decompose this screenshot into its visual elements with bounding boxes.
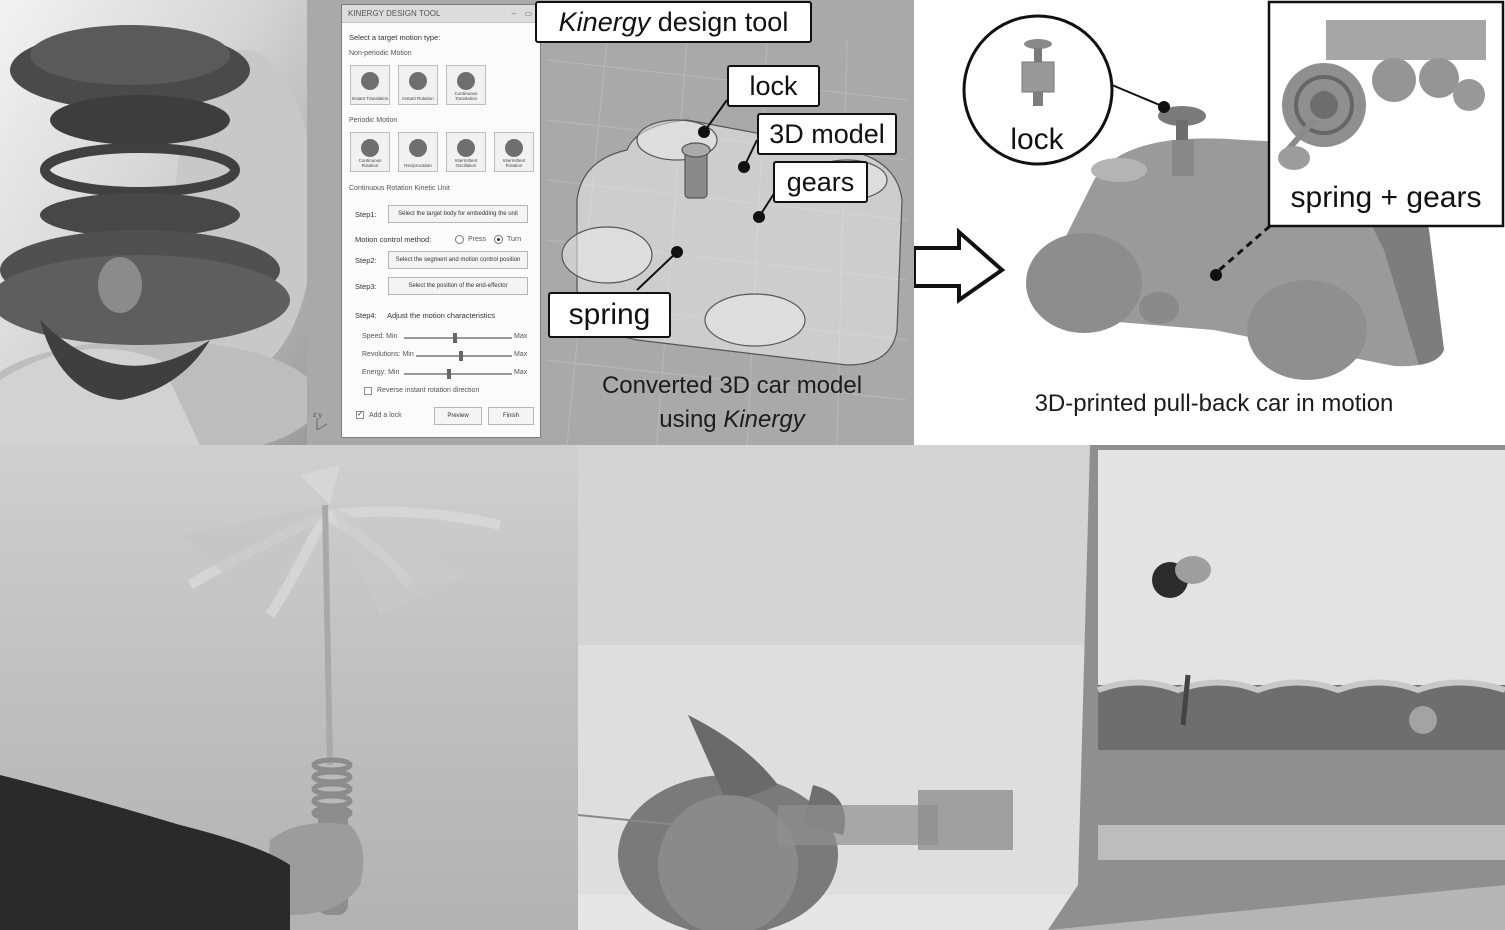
select-prompt: Select a target motion type: — [349, 33, 441, 42]
tile-label: Instant Rotation — [402, 96, 434, 101]
maximize-icon[interactable]: ▭ — [524, 9, 532, 18]
translation-icon — [457, 72, 475, 90]
step1-button[interactable]: Select the target body for embedding the… — [388, 205, 528, 223]
energy-max: Max — [514, 369, 528, 376]
caption-model-italic: Kinergy — [723, 406, 805, 433]
revolutions-max: Max — [514, 351, 528, 358]
flower-toy-photo — [0, 0, 307, 445]
tile-label: Reciprocation — [404, 163, 432, 168]
lock-checkbox[interactable]: ✓ — [356, 411, 364, 419]
car-callout-spring-gears: spring + gears — [1290, 181, 1482, 214]
rotation-icon — [409, 72, 427, 90]
revolutions-slider[interactable] — [416, 351, 512, 361]
step1-label: Step1: — [355, 210, 377, 219]
step4-label: Step4: — [355, 311, 377, 320]
flower-toy-image — [0, 25, 307, 445]
step2-label: Step2: — [355, 256, 377, 265]
tile-instant-rotation[interactable]: Instant Rotation — [398, 65, 438, 105]
energy-slider-thumb[interactable] — [447, 369, 452, 379]
caption-model-line2: using Kinergy — [567, 406, 897, 434]
callout-spring: spring — [548, 292, 671, 338]
slingshot-game-image — [578, 445, 1505, 930]
finish-button[interactable]: Finish — [488, 407, 534, 425]
callout-design-tool-rest: design tool — [650, 7, 789, 37]
caption-car: 3D-printed pull-back car in motion — [1034, 390, 1394, 417]
speed-slider-thumb[interactable] — [452, 333, 457, 343]
speed-max: Max — [514, 333, 528, 340]
motion-control-label: Motion control method: — [355, 235, 432, 244]
tile-continuous-rotation[interactable]: Continuous Rotation — [350, 132, 390, 172]
caption-model-prefix: using — [659, 406, 724, 433]
speed-label: Speed: Min — [362, 333, 398, 340]
reverse-label: Reverse instant rotation direction — [377, 387, 480, 394]
tile-instant-translation[interactable]: Instant Translation — [350, 65, 390, 105]
tile-label: Intermittent Oscillation — [454, 158, 478, 168]
arrow-right-icon — [914, 227, 1006, 304]
rotation-icon — [505, 139, 523, 157]
revolutions-label: Revolutions: Min — [362, 351, 414, 358]
translation-icon — [361, 72, 379, 90]
minimize-icon[interactable]: ‒ — [511, 9, 516, 18]
energy-label: Energy: Min — [362, 369, 400, 376]
tile-continuous-translation[interactable]: Continuous Translation — [446, 65, 486, 105]
oscillation-icon — [457, 139, 475, 157]
kinergy-tool-pane: z y KINERGY DESIGN TOOL ‒ ▭ Select a tar… — [307, 0, 914, 445]
step3-button[interactable]: Select the position of the end-effector — [388, 277, 528, 295]
dialog-title: KINERGY DESIGN TOOL — [348, 9, 441, 18]
axis-indicator — [316, 418, 328, 431]
speed-slider[interactable] — [404, 333, 512, 343]
reverse-checkbox[interactable] — [364, 387, 372, 395]
tile-intermittent-oscillation[interactable]: Intermittent Oscillation — [446, 132, 486, 172]
callout-design-tool: Kinergy design tool — [535, 1, 812, 43]
rotation-icon — [361, 139, 379, 157]
step2-button[interactable]: Select the segment and motion control po… — [388, 251, 528, 269]
printed-car-pane: lock spring + gears 3D-printed pull-back… — [914, 0, 1505, 445]
callout-3d-model: 3D model — [757, 113, 897, 155]
radio-press-label: Press — [468, 236, 486, 243]
umbrella-toy-photo — [0, 445, 578, 930]
kinergy-dialog: KINERGY DESIGN TOOL ‒ ▭ Select a target … — [341, 4, 541, 438]
tile-label: Continuous Translation — [454, 91, 478, 101]
caption-model-line1: Converted 3D car model — [601, 372, 863, 399]
callout-lock: lock — [727, 65, 820, 107]
unit-heading: Continuous Rotation Kinetic Unit — [349, 185, 450, 192]
lock-label: Add a lock — [369, 412, 402, 419]
reciprocation-icon — [409, 139, 427, 157]
tile-label: Continuous Rotation — [358, 158, 382, 168]
radio-turn-label: Turn — [507, 236, 522, 243]
radio-press[interactable] — [455, 235, 464, 244]
slingshot-game-photo — [578, 445, 1505, 930]
step3-label: Step3: — [355, 282, 377, 291]
step4-text: Adjust the motion characteristics — [387, 311, 495, 320]
axis-label: z y — [313, 412, 322, 419]
tile-intermittent-rotation[interactable]: Intermittent Rotation — [494, 132, 534, 172]
energy-slider[interactable] — [404, 369, 512, 379]
callout-design-tool-italic: Kinergy — [558, 7, 651, 37]
printed-car-image — [914, 0, 1505, 380]
revolutions-slider-thumb[interactable] — [459, 351, 464, 361]
tile-label: Intermittent Rotation — [502, 158, 526, 168]
preview-button[interactable]: Preview — [434, 407, 482, 425]
periodic-heading: Periodic Motion — [349, 117, 398, 124]
nonperiodic-heading: Non-periodic Motion — [349, 50, 412, 57]
umbrella-toy-image — [0, 465, 502, 930]
dialog-titlebar: KINERGY DESIGN TOOL ‒ ▭ — [342, 5, 540, 23]
car-callout-lock: lock — [1010, 123, 1064, 156]
radio-turn[interactable] — [494, 235, 503, 244]
tile-reciprocation[interactable]: Reciprocation — [398, 132, 438, 172]
callout-gears: gears — [773, 161, 868, 203]
tile-label: Instant Translation — [351, 96, 389, 101]
